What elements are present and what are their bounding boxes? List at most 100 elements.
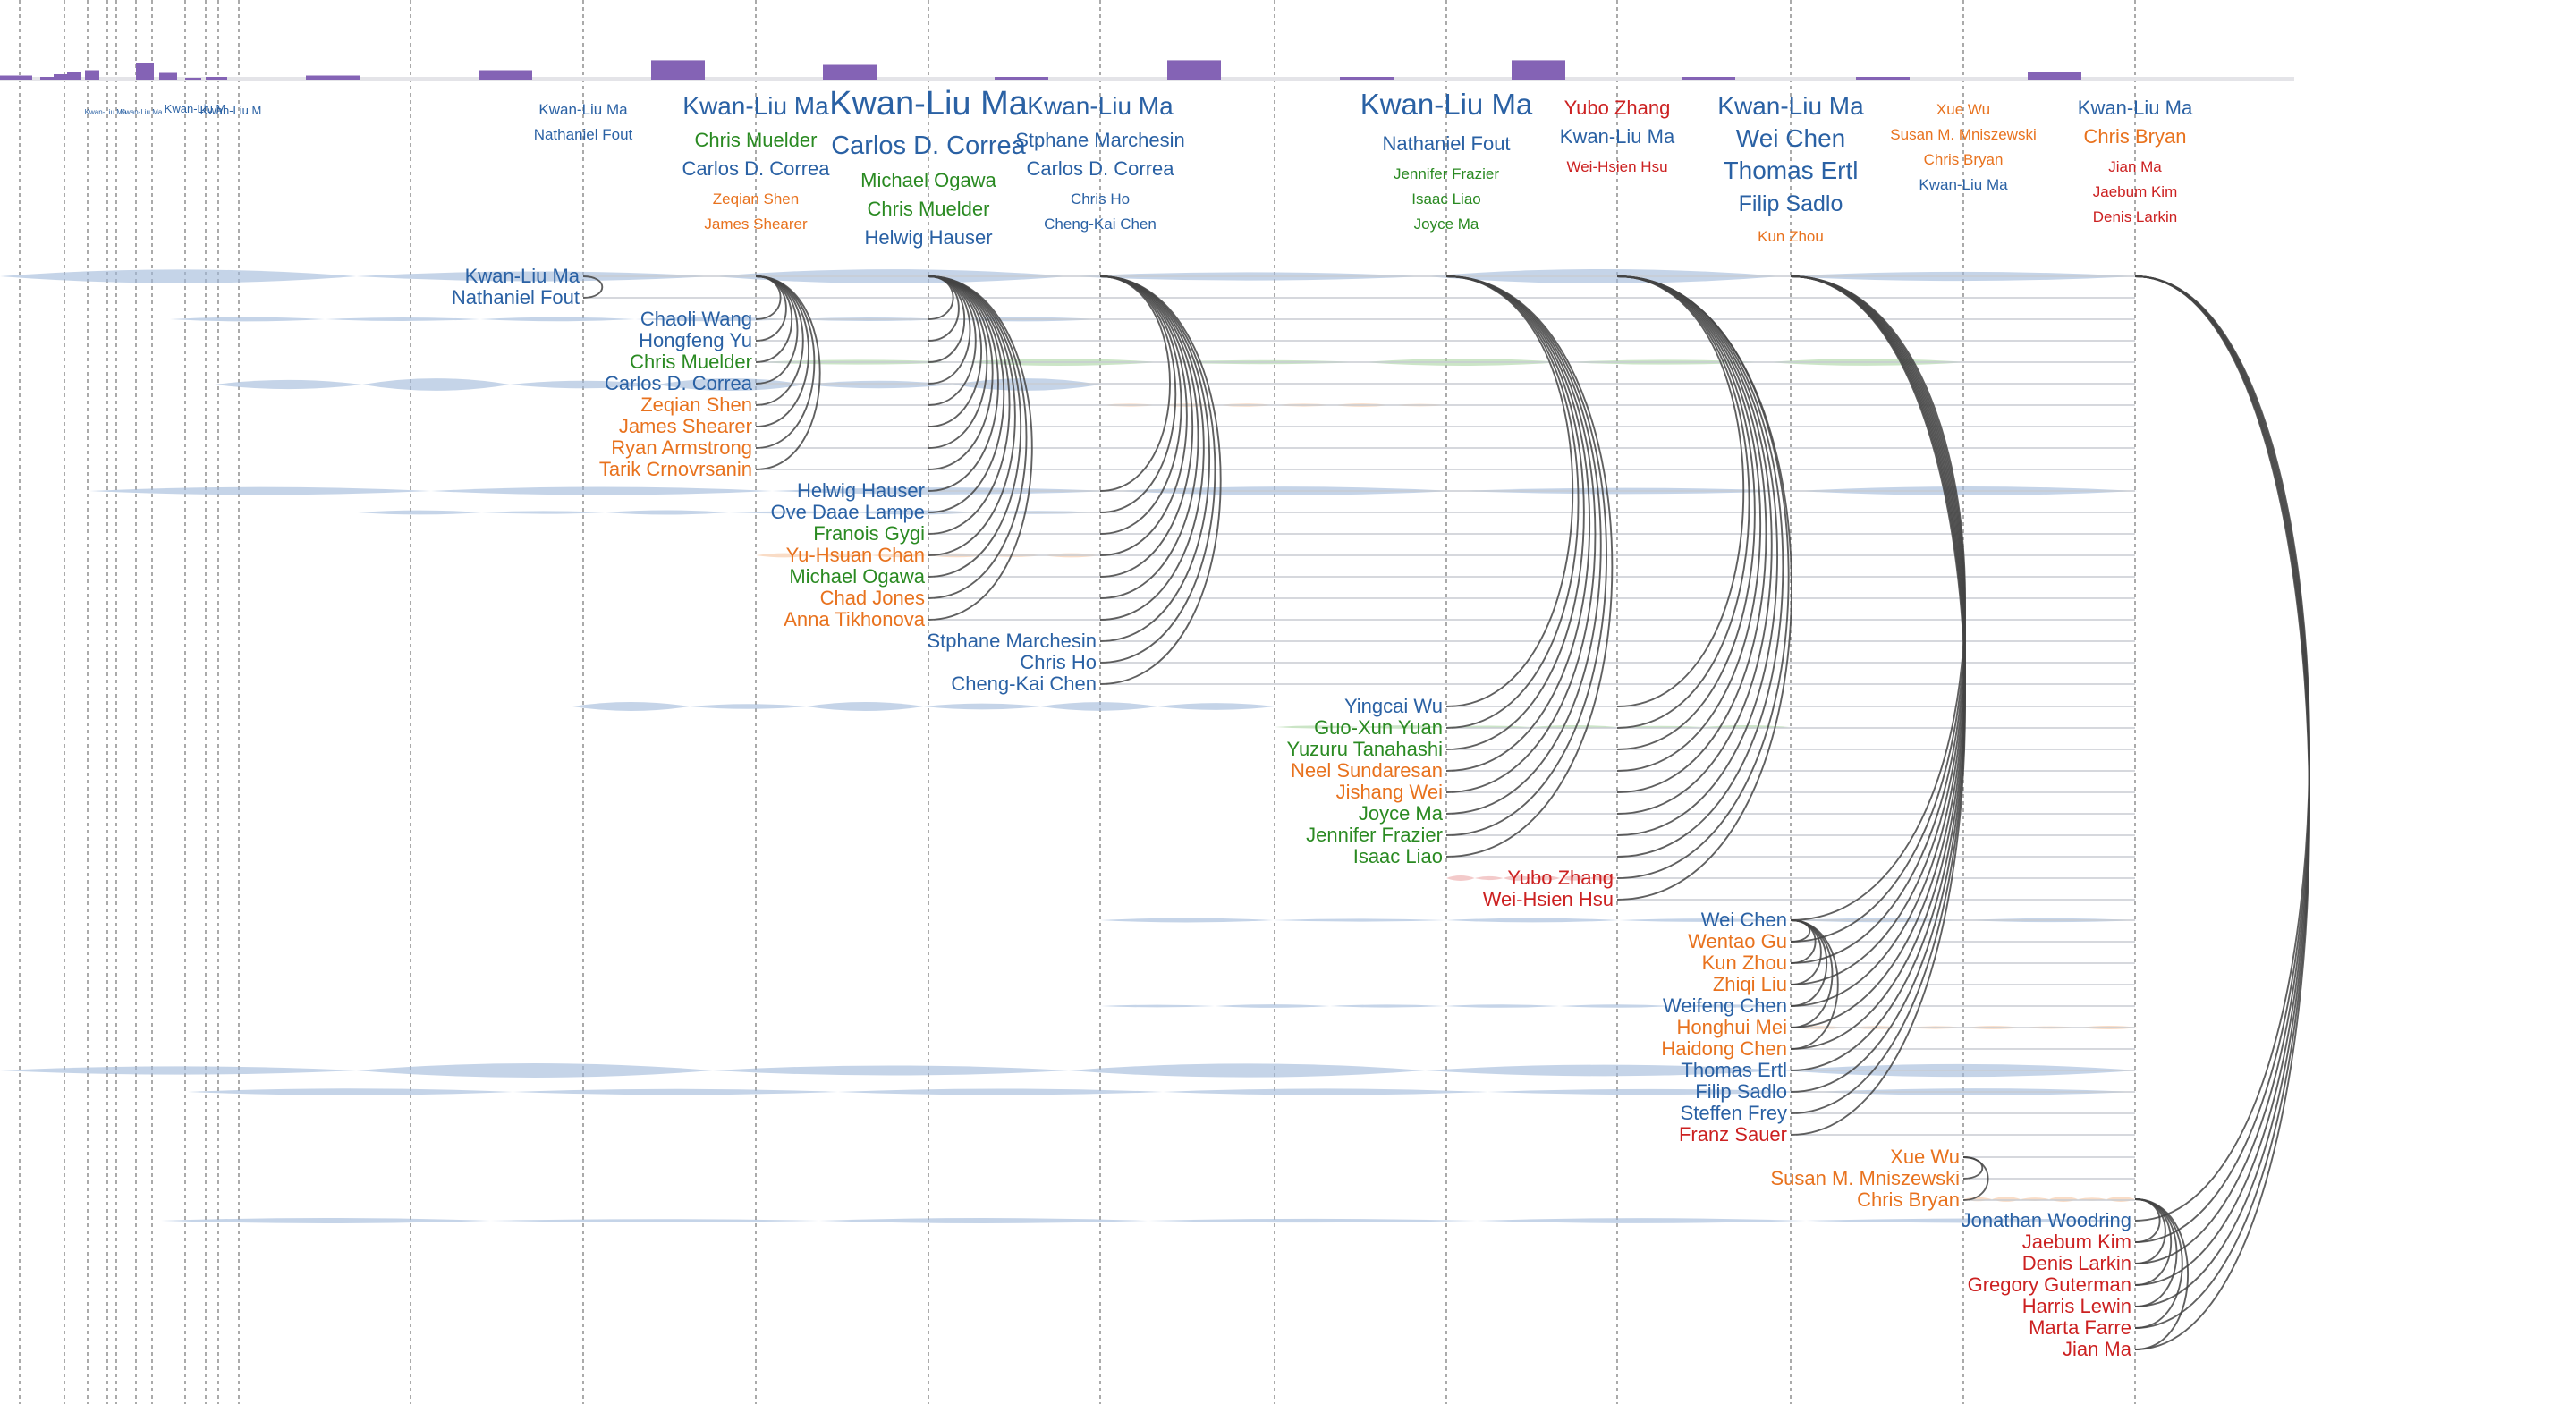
column-header-name: Kun Zhou bbox=[1758, 228, 1824, 245]
collaboration-arc bbox=[928, 275, 1011, 535]
collaboration-flow bbox=[1445, 1004, 1560, 1008]
collaboration-flow bbox=[1674, 1004, 1789, 1008]
author-label: Michael Ogawa bbox=[789, 565, 925, 588]
histogram-bar bbox=[306, 75, 360, 80]
author-label: Jishang Wei bbox=[1336, 781, 1443, 803]
column-header-name: Wei Chen bbox=[1736, 124, 1845, 152]
collaboration-arc bbox=[2134, 275, 2310, 1307]
collaboration-arc bbox=[1790, 275, 1966, 1071]
collaboration-flow bbox=[481, 511, 606, 514]
collaboration-arc bbox=[1445, 275, 1597, 793]
author-label: Denis Larkin bbox=[2022, 1252, 2131, 1274]
column-header-name: Kwan-Liu Ma bbox=[1360, 88, 1533, 121]
author-label: Kwan-Liu Ma bbox=[465, 265, 580, 287]
collaboration-flow bbox=[356, 1063, 713, 1078]
collaboration-flow bbox=[813, 553, 871, 558]
column-header-name: Nathaniel Fout bbox=[534, 126, 633, 143]
author-label: Jennifer Frazier bbox=[1306, 824, 1443, 846]
column-header-name: Cheng-Kai Chen bbox=[1044, 216, 1157, 233]
collaboration-flow bbox=[1040, 702, 1158, 711]
collaboration-arc bbox=[1790, 275, 1966, 1028]
tiny-header: Kwan-Liu M bbox=[165, 102, 226, 115]
collaboration-flow bbox=[712, 1065, 1069, 1076]
column-header-name: Kwan-Liu Ma bbox=[1717, 92, 1864, 120]
author-label: Yubo Zhang bbox=[1507, 867, 1614, 889]
collaboration-flow bbox=[1531, 875, 1561, 881]
column-header-name: Chris Bryan bbox=[2084, 125, 2187, 148]
collaboration-flow bbox=[1992, 1197, 2021, 1202]
collaboration-flow bbox=[510, 380, 657, 389]
column-header-name: Chris Ho bbox=[1071, 190, 1130, 207]
author-label: Gregory Guterman bbox=[1968, 1273, 2131, 1296]
histogram-bar bbox=[823, 64, 877, 80]
collaboration-flow bbox=[1100, 1004, 1216, 1008]
histogram-bar bbox=[85, 70, 99, 80]
histogram-bar bbox=[1682, 77, 1735, 80]
author-label: Tarik Crnovrsanin bbox=[599, 458, 752, 480]
column-header-name: Chris Bryan bbox=[1924, 151, 2004, 168]
collaboration-flow bbox=[1806, 1218, 2135, 1223]
tiny-header: Kwan-Liu M bbox=[200, 104, 262, 117]
collaboration-flow bbox=[2049, 1197, 2078, 1202]
collaboration-flow bbox=[818, 1218, 1148, 1223]
collaboration-flow bbox=[1446, 875, 1475, 881]
collaboration-flow bbox=[1559, 1004, 1674, 1008]
collaboration-arc bbox=[1099, 275, 1205, 621]
collaboration-arc bbox=[1616, 275, 1762, 772]
collaboration-arc bbox=[1099, 275, 1193, 578]
column-header-name: Kwan-Liu Ma bbox=[682, 92, 829, 120]
collaboration-arc bbox=[1616, 275, 1767, 793]
collaboration-flow bbox=[1360, 725, 1446, 729]
collaboration-flow bbox=[923, 703, 1041, 710]
column-header-name: Kwan-Liu Ma bbox=[2078, 97, 2193, 119]
collaboration-arc bbox=[928, 275, 994, 470]
collaboration-flow bbox=[953, 378, 1100, 391]
author-label: Stphane Marchesin bbox=[927, 630, 1097, 652]
collaboration-flow bbox=[1069, 1063, 1426, 1078]
collaboration-arc bbox=[1099, 275, 1222, 685]
column-header-name: Jennifer Frazier bbox=[1394, 165, 1499, 182]
collaboration-arc bbox=[1445, 275, 1614, 858]
collaboration-flow bbox=[1560, 875, 1589, 881]
collaboration-arc bbox=[1445, 275, 1608, 836]
publication-histogram bbox=[0, 60, 2294, 81]
histogram-bar bbox=[159, 72, 177, 80]
column-header-name: Isaac Liao bbox=[1411, 190, 1481, 207]
author-label: Neel Sundaresan bbox=[1291, 759, 1443, 782]
author-label: Filip Sadlo bbox=[1695, 1080, 1787, 1103]
histogram-bar bbox=[40, 77, 55, 80]
author-label: Hongfeng Yu bbox=[639, 329, 752, 351]
column-header-name: Kwan-Liu Ma bbox=[538, 101, 628, 118]
collaboration-arc bbox=[1099, 275, 1188, 556]
collaboration-flow bbox=[430, 486, 773, 495]
author-label: Jian Ma bbox=[2063, 1338, 2132, 1360]
column-header-name: Filip Sadlo bbox=[1739, 191, 1843, 216]
author-label: Joyce Ma bbox=[1359, 802, 1444, 825]
collaboration-arc bbox=[755, 275, 816, 449]
collaboration-arc bbox=[928, 275, 988, 449]
histogram-bar bbox=[54, 74, 68, 80]
histogram-bar bbox=[206, 77, 227, 80]
author-label: Ove Daae Lampe bbox=[771, 501, 925, 523]
collaboration-arc bbox=[755, 275, 809, 427]
collaboration-flow bbox=[756, 553, 814, 558]
column-header-name: Wei-Hsien Hsu bbox=[1566, 158, 1667, 175]
collaboration-flow bbox=[89, 486, 431, 495]
collaboration-flow bbox=[852, 510, 977, 515]
collaboration-flow bbox=[1503, 875, 1532, 881]
collaboration-flow bbox=[2106, 1197, 2135, 1202]
collaboration-flow bbox=[605, 510, 729, 515]
collaboration-arc bbox=[2134, 275, 2310, 1286]
collaboration-arcs bbox=[582, 275, 2310, 1350]
author-label: Chris Bryan bbox=[1857, 1188, 1960, 1211]
collaboration-flow bbox=[1589, 875, 1617, 881]
collaboration-flow bbox=[356, 271, 713, 282]
author-label: Carlos D. Correa bbox=[605, 372, 753, 394]
collaboration-arc bbox=[1616, 275, 1784, 858]
author-label: Yu-Hsuan Chan bbox=[786, 544, 925, 566]
histogram-bar bbox=[651, 60, 705, 80]
collaboration-flow bbox=[729, 511, 853, 514]
column-header-name: Susan M. Mniszewski bbox=[1890, 126, 2036, 143]
author-label: Marta Farre bbox=[2029, 1316, 2131, 1339]
author-label: Ryan Armstrong bbox=[611, 436, 752, 459]
